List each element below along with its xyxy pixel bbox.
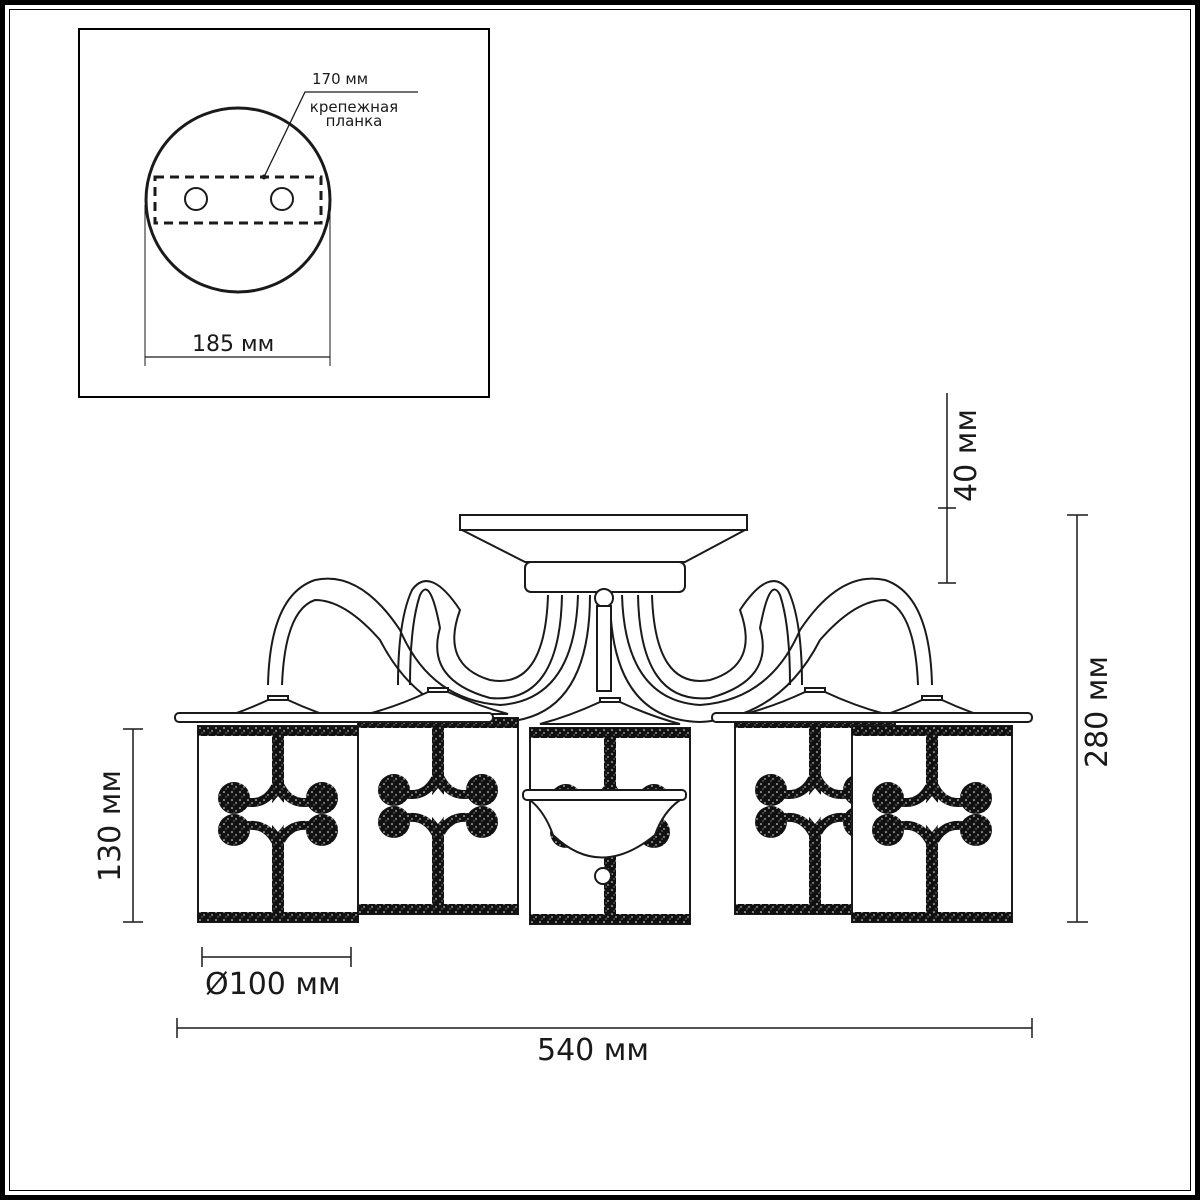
bracket-note: крепежная планка xyxy=(308,98,400,130)
canopy-top-view xyxy=(144,91,418,366)
dimension-lines xyxy=(123,393,1088,1038)
chandelier-front-view xyxy=(174,514,1033,924)
bracket-length-label: 170 мм xyxy=(312,70,369,88)
canopy-diameter-label: 185 мм xyxy=(192,332,275,357)
shade-height-label: 130 мм xyxy=(93,769,128,882)
canopy-height-label: 40 мм xyxy=(949,409,984,502)
total-height-label: 280 мм xyxy=(1080,655,1115,768)
inner-frame xyxy=(9,9,1191,1191)
shade-diameter-label: Ø100 мм xyxy=(205,967,341,1002)
bracket-note-line2: планка xyxy=(325,112,383,130)
total-width-label: 540 мм xyxy=(537,1033,650,1068)
bracket-note-line1: крепежная xyxy=(309,98,399,116)
